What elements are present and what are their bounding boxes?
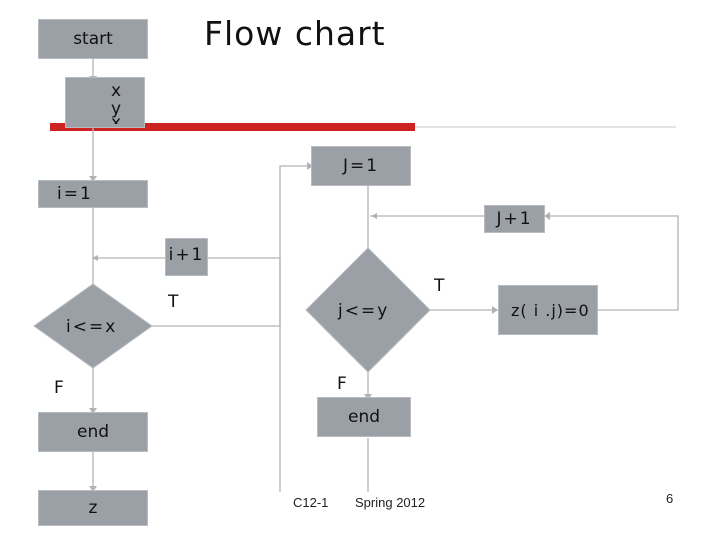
input-node: x y x	[65, 77, 145, 128]
decision-i-false-label: F	[54, 378, 66, 398]
output-label: z	[88, 498, 98, 518]
output-node: z	[38, 490, 148, 526]
decision-i-true-label: T	[168, 292, 181, 312]
input-y: y	[111, 98, 124, 119]
start-label: start	[73, 29, 113, 49]
accent-bar	[50, 123, 415, 131]
assign-label: z( i .j)=0	[511, 300, 590, 320]
page-number: 6	[666, 491, 674, 506]
i-increment-label: i+1	[168, 245, 205, 265]
assign-node: z( i .j)=0	[498, 285, 598, 335]
j-init-label: J=1	[342, 156, 380, 176]
decision-j-false-label: F	[337, 374, 349, 394]
page-title: Flow chart	[204, 14, 386, 53]
decision-i-label: i<=x	[66, 317, 118, 337]
j-increment-node: J+1	[484, 205, 545, 233]
decision-j-shape	[305, 247, 431, 373]
i-increment-node: i+1	[165, 238, 208, 276]
end-node-inner: end	[317, 397, 411, 437]
end-node-outer: end	[38, 412, 148, 452]
input-x: x	[111, 80, 124, 101]
decision-i-shape	[33, 283, 153, 369]
input-x2: x	[111, 118, 123, 124]
start-node: start	[38, 19, 148, 59]
i-init-node: i=1	[38, 180, 148, 208]
decision-j-label: j<=y	[338, 301, 390, 321]
end-inner-label: end	[347, 407, 381, 427]
footer-term: Spring 2012	[355, 495, 426, 510]
j-increment-label: J+1	[496, 209, 533, 229]
decision-j-true-label: T	[434, 276, 447, 296]
i-init-label: i=1	[57, 184, 93, 204]
end-outer-label: end	[76, 422, 110, 442]
j-init-node: J=1	[311, 146, 411, 186]
footer-course: C12-1	[293, 495, 329, 510]
connectors	[92, 58, 679, 492]
